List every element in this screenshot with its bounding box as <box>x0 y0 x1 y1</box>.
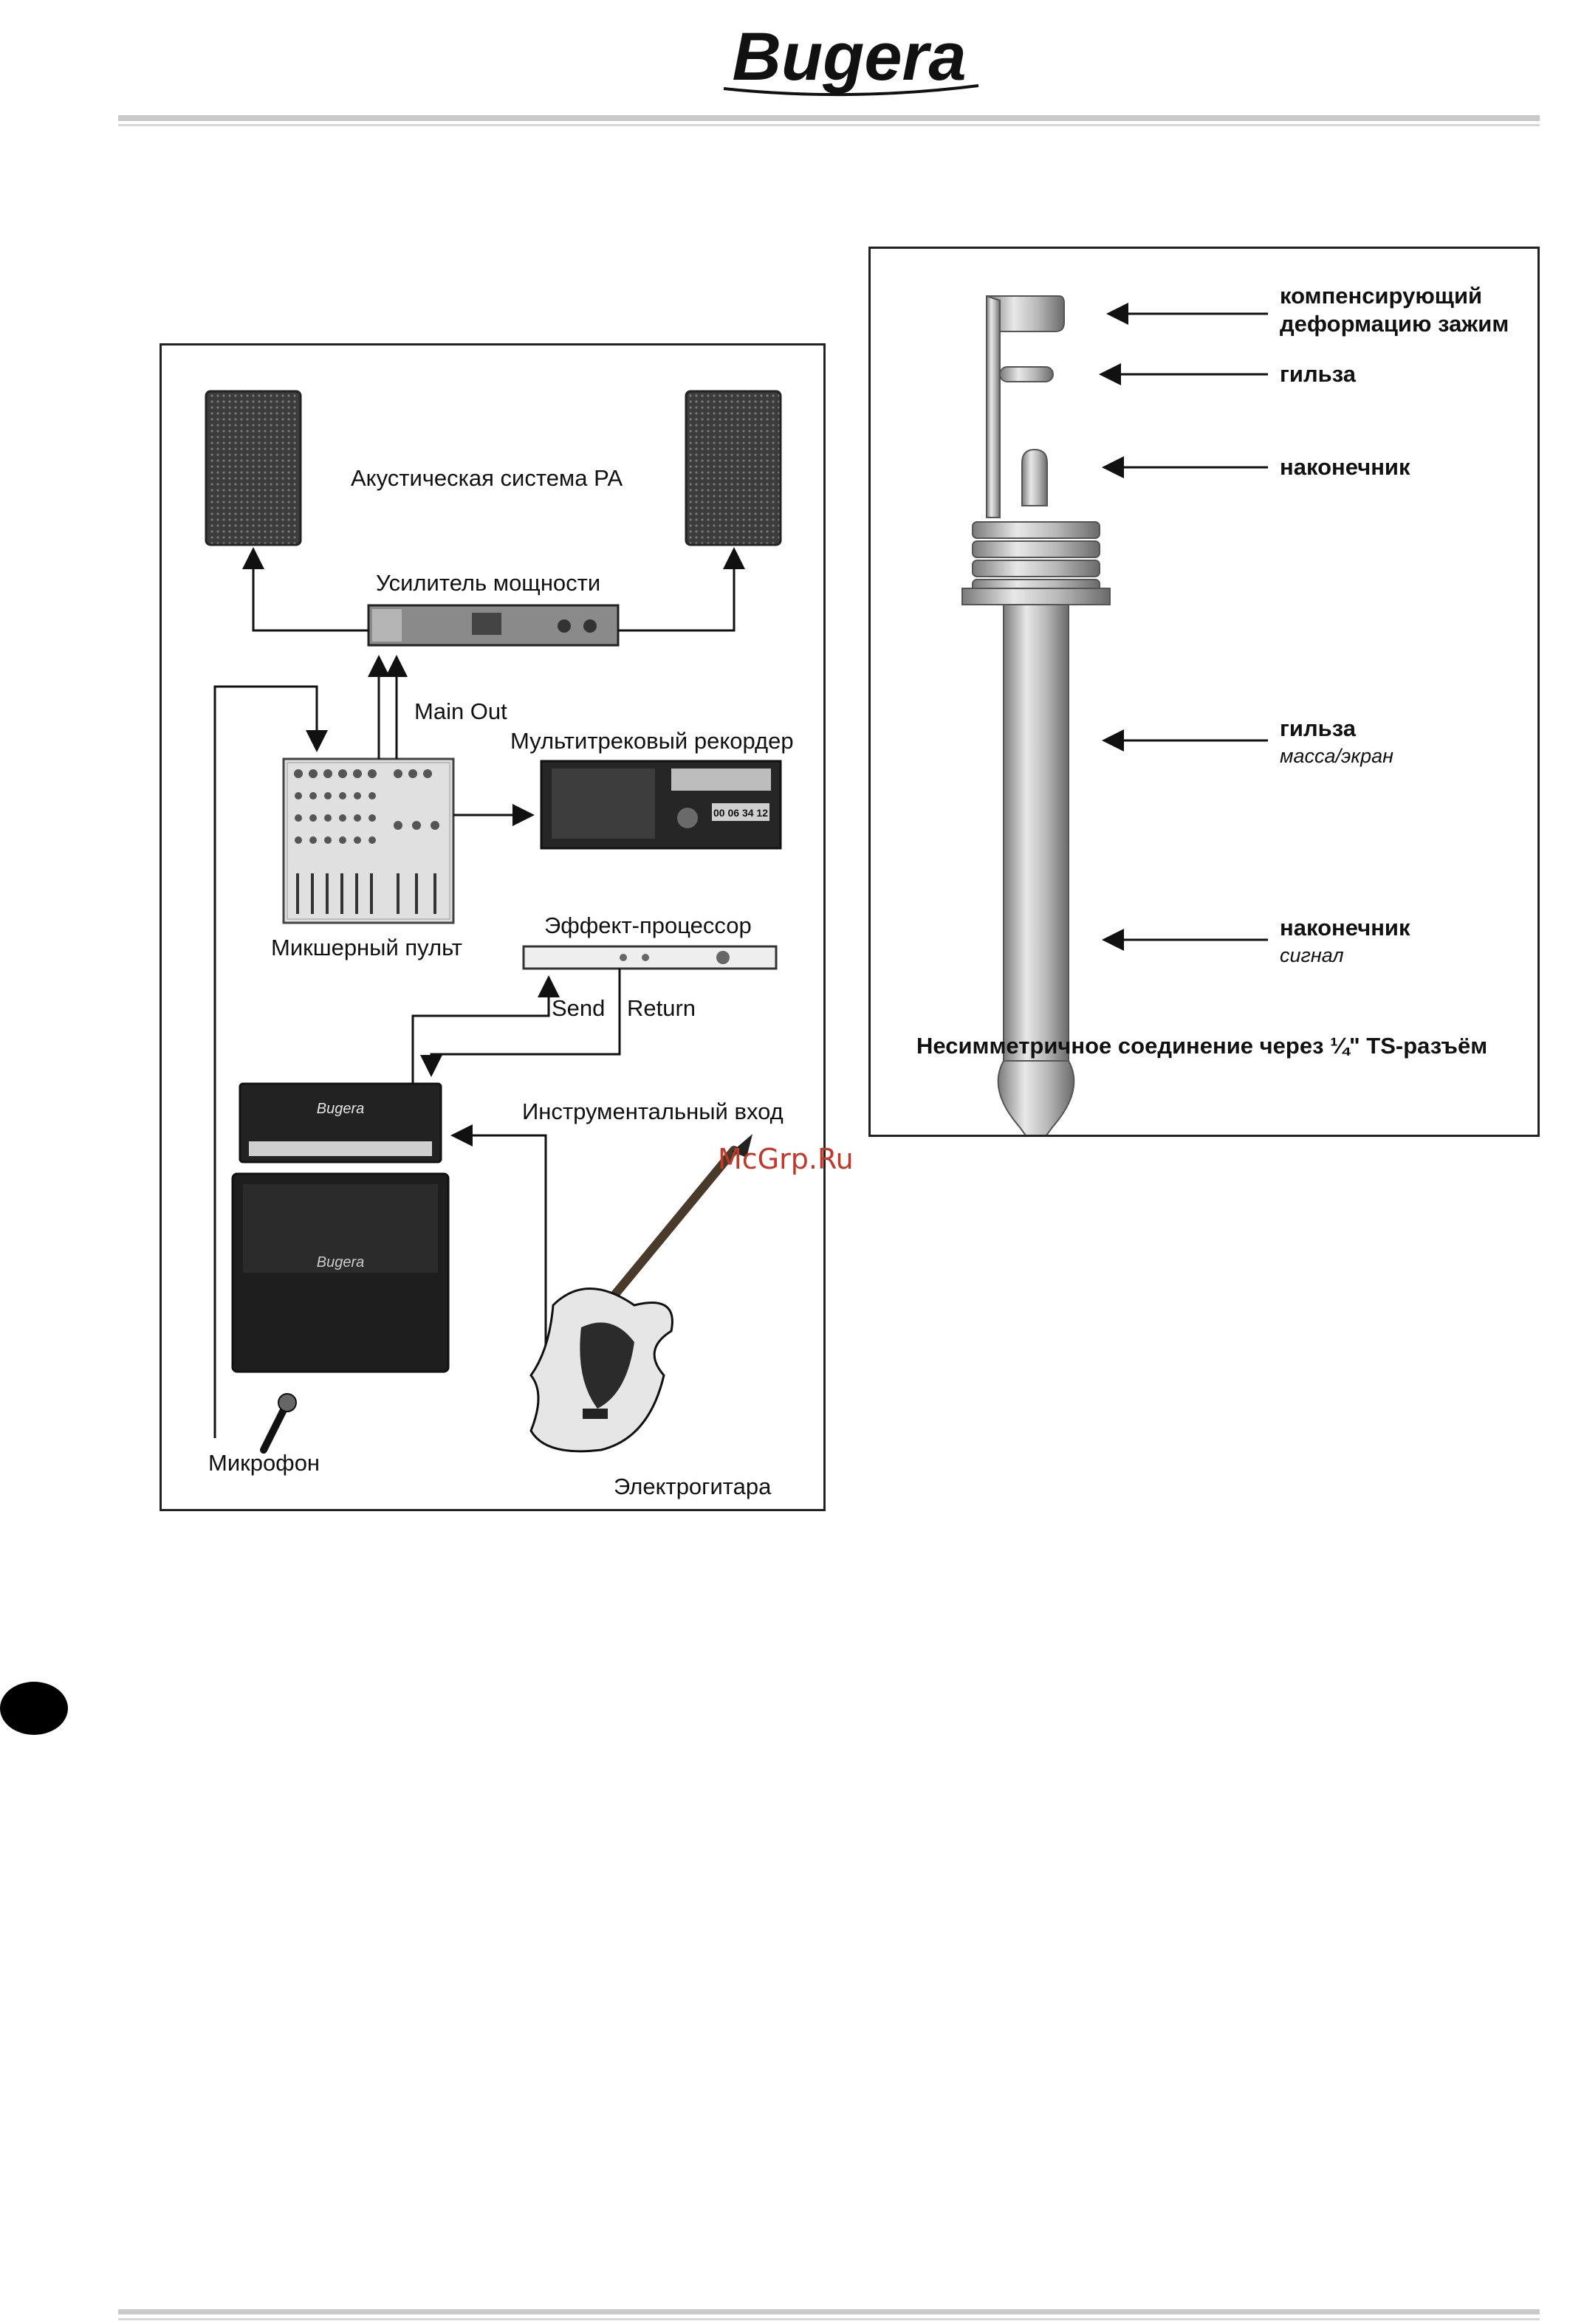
label-guitar: Электрогитара <box>614 1474 771 1500</box>
header-rule-thin <box>118 124 1540 126</box>
plug-sleeve-lug <box>1000 367 1053 382</box>
speaker-cabinet: Bugera <box>233 1174 448 1372</box>
watermark: McGrp.Ru <box>718 1143 854 1175</box>
logo-text: Bugera <box>733 19 967 94</box>
mixer <box>284 759 453 923</box>
label-return: Return <box>627 995 696 1022</box>
plug-caption: Несимметричное соединение через ¼" TS-ра… <box>916 1033 1487 1059</box>
cabinet-brand: Bugera <box>317 1254 365 1271</box>
effects-processor <box>524 946 776 969</box>
label-sleeve-sub: масса/экран <box>1280 745 1393 768</box>
label-sleeve-top: гильза <box>1280 361 1356 388</box>
power-amp <box>368 605 618 645</box>
footer-rule <box>118 2309 1540 2314</box>
label-recorder: Мультитрековый рекордер <box>510 728 794 754</box>
footer-rule-thin <box>118 2318 1540 2320</box>
label-instrument-input: Инструментальный вход <box>522 1099 784 1125</box>
plug-tip-lug <box>1022 450 1047 506</box>
label-mixer: Микшерный пульт <box>271 935 462 961</box>
bugera-logo: Bugera <box>694 6 1004 109</box>
ts-plug-graphics <box>871 249 1537 1135</box>
setup-diagram-panel: 00 06 34 12 Bugera Bugera <box>160 343 826 1511</box>
label-tip-sub: сигнал <box>1280 944 1344 967</box>
label-tip-top: наконечник <box>1280 454 1410 481</box>
label-pa-system: Акустическая система PA <box>351 465 623 492</box>
electric-guitar <box>531 1134 752 1451</box>
label-power-amp: Усилитель мощности <box>376 570 600 597</box>
ts-plug-panel: компенсирующий деформацию зажим гильза н… <box>868 247 1540 1137</box>
label-microphone: Микрофон <box>208 1450 320 1476</box>
label-main-out: Main Out <box>414 698 507 725</box>
label-strain-relief-2: деформацию зажим <box>1280 311 1509 337</box>
label-strain-relief-1: компенсирующий <box>1280 283 1482 309</box>
label-effects: Эффект-процессор <box>544 912 752 939</box>
plug-thread <box>962 522 1110 605</box>
amp-head: Bugera <box>240 1084 441 1162</box>
recorder-display: 00 06 34 12 <box>713 807 768 819</box>
multitrack-recorder: 00 06 34 12 <box>541 761 781 848</box>
label-sleeve: гильза <box>1280 715 1356 742</box>
header-rule <box>118 115 1540 121</box>
label-send: Send <box>552 995 605 1022</box>
amp-head-brand: Bugera <box>317 1101 365 1117</box>
language-tab-marker <box>0 1682 68 1735</box>
microphone <box>264 1394 296 1450</box>
label-tip: наконечник <box>1280 915 1410 941</box>
pa-speaker-left <box>206 391 301 545</box>
pa-speaker-right <box>686 391 781 545</box>
